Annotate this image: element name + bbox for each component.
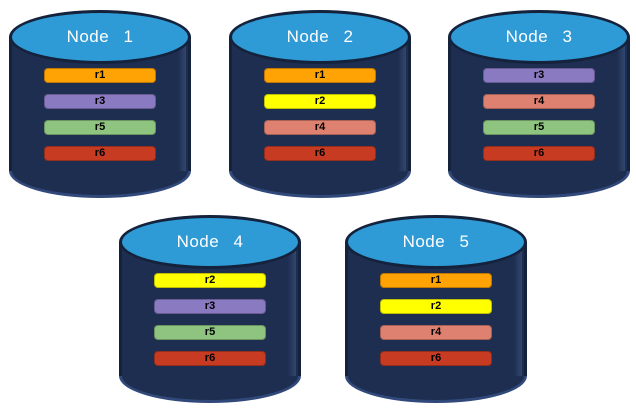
- cylinder-sheen: [178, 37, 186, 171]
- replica-label: r5: [204, 326, 216, 338]
- node-title: Node 2: [286, 27, 354, 46]
- replica-list: r1 r3 r5 r6: [9, 68, 191, 172]
- replica-bar-r3: r3: [44, 94, 156, 109]
- replica-bar-r4: r4: [483, 94, 595, 109]
- replica-label: r6: [94, 147, 106, 159]
- replica-bar-r5: r5: [154, 325, 266, 340]
- replica-label: r6: [430, 352, 442, 364]
- replica-list: r2 r3 r5 r6: [119, 273, 301, 377]
- replica-bar-r6: r6: [264, 146, 376, 161]
- replica-label: r1: [94, 69, 106, 81]
- cylinder-top: Node 4: [119, 215, 301, 269]
- replica-label: r5: [533, 121, 545, 133]
- replica-bar-r1: r1: [44, 68, 156, 83]
- replica-bar-r3: r3: [483, 68, 595, 83]
- replica-label: r3: [204, 300, 216, 312]
- replica-bar-r5: r5: [483, 120, 595, 135]
- database-node-5: Node 5 r1 r2 r4 r6: [345, 215, 527, 403]
- replica-bar-r2: r2: [380, 299, 492, 314]
- database-node-4: Node 4 r2 r3 r5 r6: [119, 215, 301, 403]
- replica-label: r6: [204, 352, 216, 364]
- replica-bar-r6: r6: [380, 351, 492, 366]
- replica-bar-r2: r2: [154, 273, 266, 288]
- database-node-3: Node 3 r3 r4 r5 r6: [448, 10, 630, 198]
- cylinder-top: Node 3: [448, 10, 630, 64]
- cylinder-top: Node 2: [229, 10, 411, 64]
- cylinder-top: Node 5: [345, 215, 527, 269]
- replica-bar-r2: r2: [264, 94, 376, 109]
- replica-bar-r6: r6: [483, 146, 595, 161]
- replica-label: r6: [533, 147, 545, 159]
- replica-label: r4: [314, 121, 326, 133]
- replica-bar-r6: r6: [154, 351, 266, 366]
- replica-bar-r6: r6: [44, 146, 156, 161]
- replica-bar-r1: r1: [380, 273, 492, 288]
- replica-label: r1: [430, 274, 442, 286]
- replica-label: r3: [94, 95, 106, 107]
- cylinder-sheen: [398, 37, 406, 171]
- node-title: Node 5: [402, 232, 470, 251]
- cylinder-sheen: [617, 37, 625, 171]
- replica-list: r1 r2 r4 r6: [345, 273, 527, 377]
- replica-label: r1: [314, 69, 326, 81]
- replica-bar-r3: r3: [154, 299, 266, 314]
- replica-bar-r1: r1: [264, 68, 376, 83]
- database-node-1: Node 1 r1 r3 r5 r6: [9, 10, 191, 198]
- replica-label: r6: [314, 147, 326, 159]
- replica-label: r2: [204, 274, 216, 286]
- node-title: Node 4: [176, 232, 244, 251]
- replica-label: r2: [430, 300, 442, 312]
- replica-bar-r4: r4: [380, 325, 492, 340]
- replica-list: r1 r2 r4 r6: [229, 68, 411, 172]
- cylinder-top: Node 1: [9, 10, 191, 64]
- replica-list: r3 r4 r5 r6: [448, 68, 630, 172]
- replica-label: r4: [533, 95, 545, 107]
- cylinder-sheen: [288, 242, 296, 376]
- cylinder-sheen: [514, 242, 522, 376]
- replica-label: r3: [533, 69, 545, 81]
- replica-bar-r5: r5: [44, 120, 156, 135]
- node-title: Node 3: [505, 27, 573, 46]
- node-title: Node 1: [66, 27, 134, 46]
- database-node-2: Node 2 r1 r2 r4 r6: [229, 10, 411, 198]
- replica-label: r5: [94, 121, 106, 133]
- replica-label: r4: [430, 326, 442, 338]
- replica-label: r2: [314, 95, 326, 107]
- replica-bar-r4: r4: [264, 120, 376, 135]
